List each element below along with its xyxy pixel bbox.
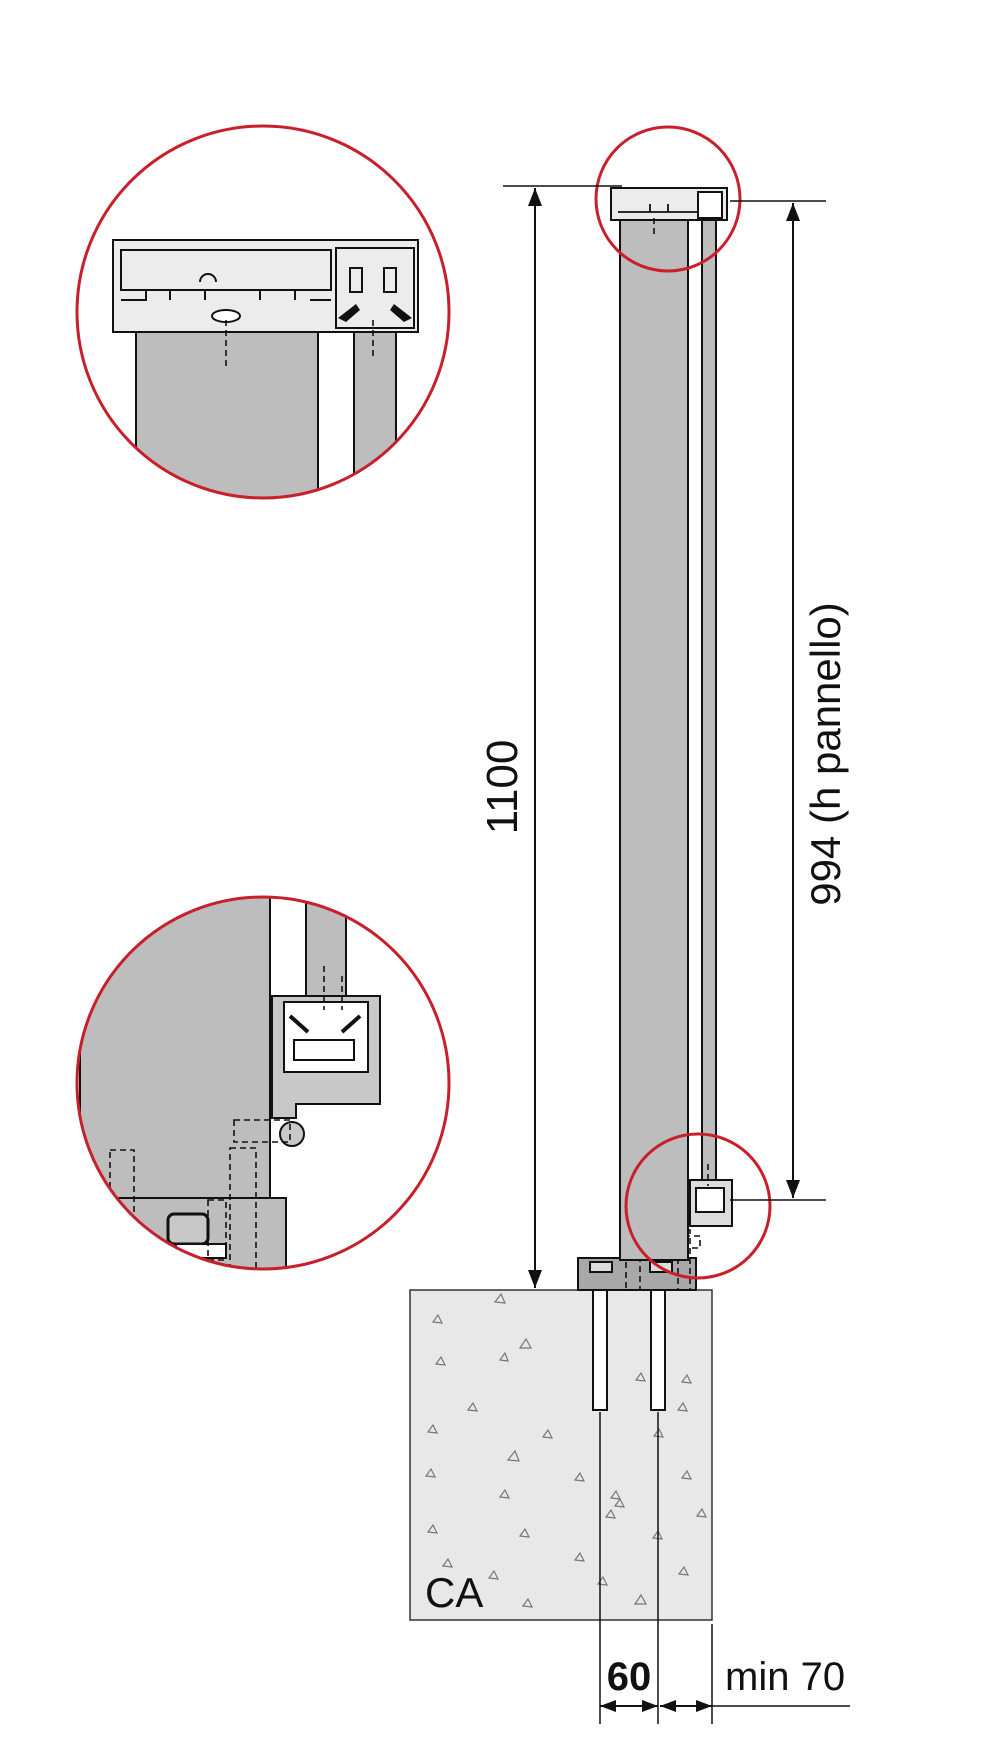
top-detail-enlarged: [75, 124, 451, 500]
bottom-detail-callout: [624, 1132, 772, 1280]
concrete-label: CA: [425, 1569, 483, 1616]
concrete-block: CA: [409, 1289, 713, 1621]
bottom-detail-enlarged: [75, 895, 451, 1271]
dimension-panel-height: 994 (h pannello): [730, 200, 849, 1201]
anchor-spacing-label: 60: [607, 1655, 652, 1699]
bottom-clamp: [689, 1164, 733, 1227]
top-detail-callout: [594, 125, 742, 273]
dimension-horizontal: 60 min 70: [599, 1412, 850, 1724]
top-rail: [610, 187, 728, 236]
glass-panel: [619, 219, 717, 1261]
concrete-aggregate-pattern: [424, 1292, 708, 1608]
total-height-label: 1100: [478, 740, 527, 835]
panel-height-label: 994 (h pannello): [802, 602, 849, 906]
dimension-total-height: 1100: [478, 185, 622, 1288]
edge-distance-label: min 70: [725, 1655, 845, 1699]
